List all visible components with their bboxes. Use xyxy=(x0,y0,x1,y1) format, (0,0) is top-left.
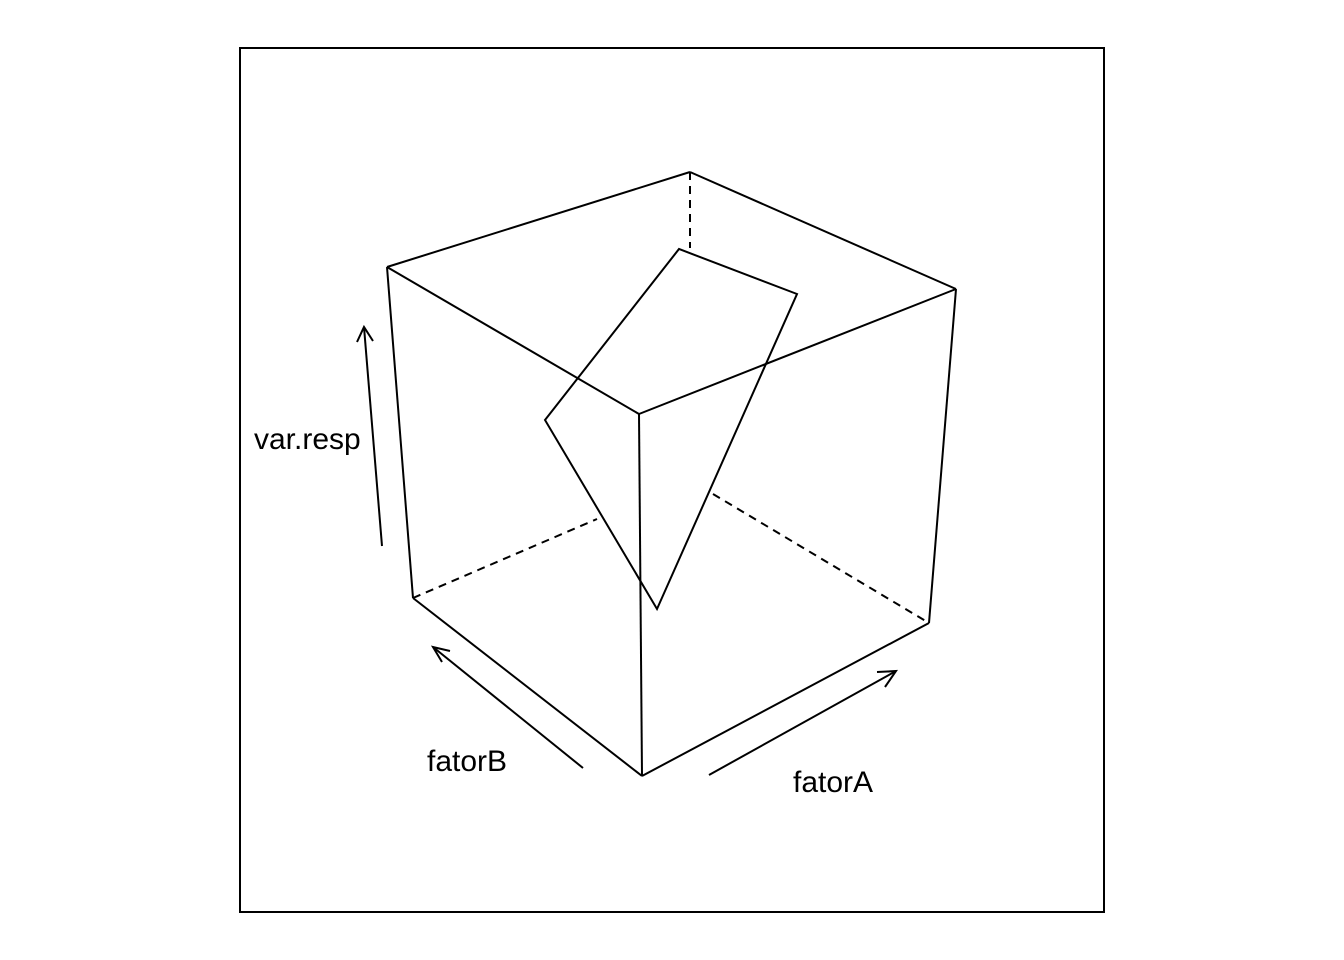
box-edge-top-left-back xyxy=(386,171,691,268)
box-edge-left-vertical xyxy=(386,266,414,599)
axis-arrow-fatorA-head xyxy=(876,669,898,688)
box-edge-top-right-back xyxy=(689,171,957,290)
box-edge-bottom-left-front xyxy=(412,597,643,777)
axis-arrow-fatorB-shaft xyxy=(432,646,584,769)
axis-arrow-var-resp-head xyxy=(356,324,374,343)
box-visible-edges xyxy=(386,171,957,777)
axis-arrow-fatorB-head xyxy=(430,645,451,663)
axis-label-var-resp: var.resp xyxy=(254,423,361,456)
box-edge-back-left-bottom xyxy=(412,518,598,599)
box-edge-front-vertical xyxy=(638,413,643,777)
box-edge-top-right-front xyxy=(638,288,957,415)
axis-arrow-fatorA xyxy=(708,669,898,776)
axis-arrow-fatorA-shaft xyxy=(708,670,897,776)
axis-arrow-var-resp-shaft xyxy=(363,326,383,547)
box-edge-back-right-bottom xyxy=(712,493,930,624)
axis-arrow-fatorB xyxy=(430,645,584,769)
axis-label-fatorA: fatorA xyxy=(793,766,873,799)
box-edge-right-vertical xyxy=(928,288,957,624)
box-hidden-edges xyxy=(412,172,930,624)
box-edge-top-left-front xyxy=(386,266,640,415)
plot-frame xyxy=(239,47,1105,913)
axis-arrow-var-resp xyxy=(356,324,383,547)
axis-label-fatorB: fatorB xyxy=(427,745,507,778)
box-edge-bottom-right-front xyxy=(641,622,930,777)
surface-facet xyxy=(543,247,799,612)
